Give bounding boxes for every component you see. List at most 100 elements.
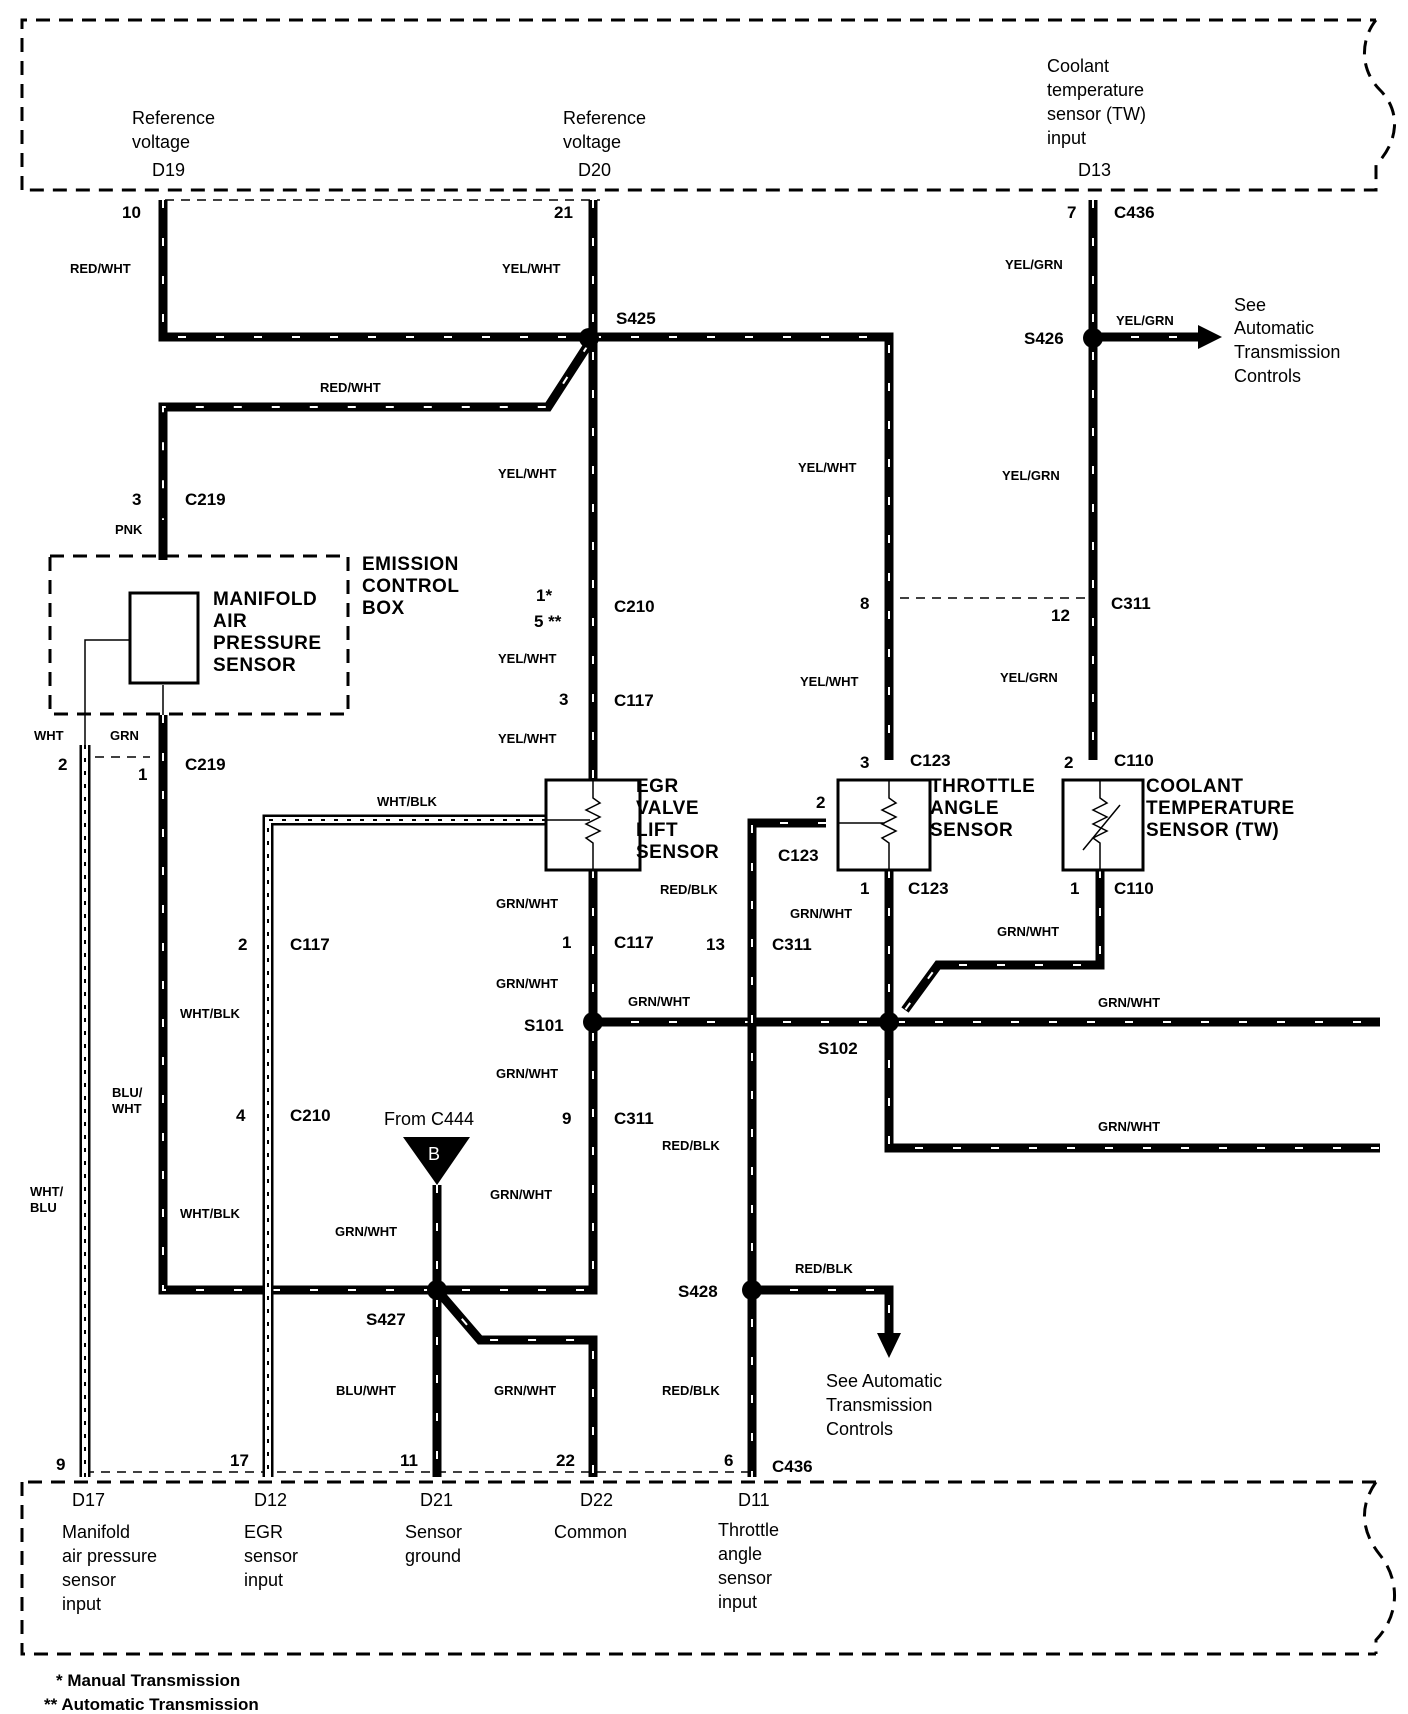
svg-text:S101: S101 [524, 1016, 564, 1035]
svg-text:S428: S428 [678, 1282, 718, 1301]
svg-text:WHT: WHT [34, 728, 64, 743]
svg-text:3: 3 [860, 753, 869, 772]
svg-text:BLU: BLU [30, 1200, 57, 1215]
svg-text:1: 1 [138, 765, 147, 784]
svg-text:GRN/WHT: GRN/WHT [496, 976, 558, 991]
svg-text:ANGLE: ANGLE [930, 798, 999, 819]
svg-text:YEL/WHT: YEL/WHT [498, 651, 557, 666]
svg-text:C123: C123 [910, 751, 951, 770]
d13-label-4: input [1047, 128, 1086, 148]
svg-text:S102: S102 [818, 1039, 858, 1058]
svg-text:YEL/WHT: YEL/WHT [800, 674, 859, 689]
svg-text:Common: Common [554, 1522, 627, 1542]
arrow-down [877, 1333, 901, 1358]
footnote-auto: ** Automatic Transmission [44, 1695, 259, 1714]
svg-text:1: 1 [860, 879, 869, 898]
svg-text:THROTTLE: THROTTLE [930, 776, 1035, 797]
svg-text:EGR: EGR [244, 1522, 283, 1542]
svg-text:4: 4 [236, 1106, 246, 1125]
svg-text:YEL/WHT: YEL/WHT [498, 731, 557, 746]
svg-text:sensor: sensor [718, 1568, 772, 1588]
svg-text:YEL/GRN: YEL/GRN [1005, 257, 1063, 272]
svg-text:input: input [718, 1592, 757, 1612]
svg-text:3: 3 [132, 490, 141, 509]
hollow-wires [79, 745, 546, 1477]
svg-text:GRN/WHT: GRN/WHT [496, 1066, 558, 1081]
svg-text:MANIFOLD: MANIFOLD [213, 589, 317, 610]
svg-text:BLU/: BLU/ [112, 1085, 143, 1100]
svg-text:C110: C110 [1114, 751, 1154, 770]
svg-text:WHT: WHT [112, 1101, 142, 1116]
c436-top: C436 [1114, 203, 1155, 222]
svg-text:CONTROL: CONTROL [362, 576, 459, 597]
svg-text:C117: C117 [290, 935, 330, 954]
connector-labels: 3 C219 1* 5 ** C210 3 C117 8 12 C311 3 C… [58, 490, 1154, 1476]
d13-id: D13 [1078, 160, 1111, 180]
svg-text:SENSOR: SENSOR [213, 655, 296, 676]
svg-text:TEMPERATURE: TEMPERATURE [1146, 798, 1295, 819]
svg-text:SENSOR (TW): SENSOR (TW) [1146, 820, 1279, 841]
svg-text:C436: C436 [772, 1457, 813, 1476]
svg-text:RED/BLK: RED/BLK [662, 1138, 720, 1153]
svg-text:Controls: Controls [1234, 366, 1301, 386]
svg-text:C311: C311 [772, 935, 812, 954]
map-sensor-leads [84, 639, 164, 745]
svg-text:17: 17 [230, 1451, 249, 1470]
see-atc-right: See Automatic Transmission Controls [1234, 295, 1340, 386]
pin-21: 21 [554, 203, 573, 222]
s102-dot [879, 1012, 899, 1032]
svg-text:2: 2 [58, 755, 67, 774]
d19-label-2: voltage [132, 132, 190, 152]
svg-text:D17: D17 [72, 1490, 105, 1510]
svg-text:12: 12 [1051, 606, 1070, 625]
svg-text:D11: D11 [738, 1490, 770, 1510]
egr-resistor [546, 780, 602, 870]
svg-text:C117: C117 [614, 933, 654, 952]
svg-text:COOLANT: COOLANT [1146, 776, 1243, 797]
svg-text:C311: C311 [614, 1109, 654, 1128]
svg-text:sensor: sensor [62, 1570, 116, 1590]
svg-text:GRN/WHT: GRN/WHT [1098, 995, 1160, 1010]
svg-text:WHT/: WHT/ [30, 1184, 64, 1199]
d20-label-1: Reference [563, 108, 646, 128]
svg-text:C219: C219 [185, 755, 226, 774]
svg-text:air pressure: air pressure [62, 1546, 157, 1566]
ref-b-triangle [403, 1137, 470, 1185]
svg-text:RED/BLK: RED/BLK [662, 1383, 720, 1398]
throttle-resistor [838, 780, 898, 870]
ecm-bottom-outline [20, 1480, 1396, 1656]
pin-10: 10 [122, 203, 141, 222]
svg-text:D22: D22 [580, 1490, 613, 1510]
s425-dot [579, 328, 599, 348]
svg-text:BLU/WHT: BLU/WHT [336, 1383, 396, 1398]
svg-text:YEL/WHT: YEL/WHT [498, 466, 557, 481]
bottom-ecm-labels: D17 Manifold air pressure sensor input D… [62, 1490, 779, 1614]
svg-text:22: 22 [556, 1451, 575, 1470]
svg-text:RED/WHT: RED/WHT [320, 380, 381, 395]
svg-text:YEL/WHT: YEL/WHT [798, 460, 857, 475]
svg-text:sensor: sensor [244, 1546, 298, 1566]
svg-text:GRN/WHT: GRN/WHT [997, 924, 1059, 939]
svg-text:RED/BLK: RED/BLK [660, 882, 718, 897]
svg-text:GRN/WHT: GRN/WHT [628, 994, 690, 1009]
s427-dot [427, 1280, 447, 1300]
svg-text:RED/WHT: RED/WHT [70, 261, 131, 276]
wire-color-labels: RED/WHT YEL/WHT YEL/GRN YEL/GRN RED/WHT … [30, 257, 1174, 1398]
svg-text:angle: angle [718, 1544, 762, 1564]
svg-text:WHT/BLK: WHT/BLK [180, 1206, 241, 1221]
svg-text:GRN/WHT: GRN/WHT [790, 906, 852, 921]
svg-text:C219: C219 [185, 490, 226, 509]
svg-text:2: 2 [238, 935, 247, 954]
svg-text:1: 1 [562, 933, 571, 952]
svg-text:BOX: BOX [362, 598, 405, 619]
from-c444: From C444 [384, 1109, 474, 1129]
coolant-thermistor [1082, 780, 1121, 870]
svg-text:2: 2 [816, 793, 825, 812]
svg-text:Throttle: Throttle [718, 1520, 779, 1540]
svg-text:Manifold: Manifold [62, 1522, 130, 1542]
svg-text:GRN: GRN [110, 728, 139, 743]
svg-text:ground: ground [405, 1546, 461, 1566]
svg-text:EMISSION: EMISSION [362, 554, 459, 575]
svg-text:6: 6 [724, 1451, 733, 1470]
